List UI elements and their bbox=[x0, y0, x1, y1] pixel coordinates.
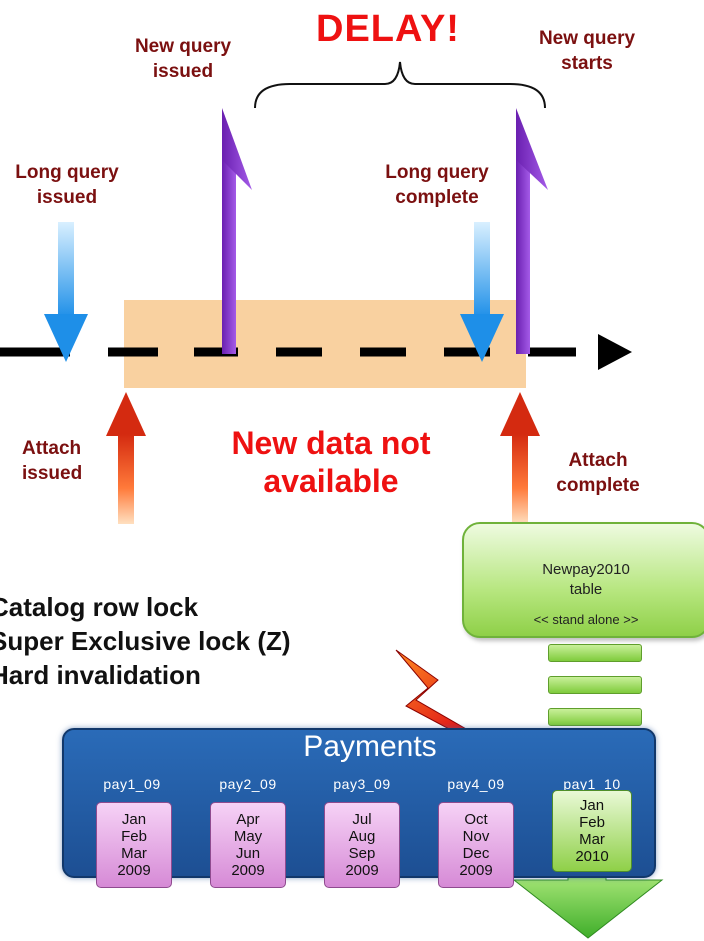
label-new-query-issued: New query issued bbox=[134, 36, 232, 82]
partition-months: Jan Feb Mar 2010 bbox=[575, 797, 609, 865]
label-attach-issued: Attach issued bbox=[22, 438, 83, 484]
payments-title: Payments bbox=[303, 730, 437, 763]
unavailable-band bbox=[124, 300, 526, 388]
label-new-query-starts: New query starts bbox=[538, 28, 636, 74]
partition-name: pay3_09 bbox=[333, 776, 391, 792]
newpay2010-subtitle: << stand alone >> bbox=[533, 612, 639, 627]
partition-months: Oct Nov Dec 2009 bbox=[459, 811, 493, 879]
partition-box: Jan Feb Mar 2009 bbox=[96, 802, 172, 888]
label-new-data-not-available: New data not available bbox=[231, 425, 431, 499]
stack-bar bbox=[548, 644, 642, 662]
partition-name: pay2_09 bbox=[219, 776, 277, 792]
new-query-starts-arrow-icon bbox=[516, 108, 548, 354]
partition-box: Jul Aug Sep 2009 bbox=[324, 802, 400, 888]
label-long-query-issued: Long query issued bbox=[15, 162, 119, 208]
label-attach-complete: Attach complete bbox=[556, 450, 640, 496]
long-query-complete-arrow-icon bbox=[460, 222, 504, 362]
label-delay: DELAY! bbox=[316, 8, 460, 50]
partition-name: pay1_09 bbox=[103, 776, 161, 792]
attach-issued-arrow-icon bbox=[106, 392, 146, 524]
attach-complete-arrow-icon bbox=[500, 392, 540, 524]
timeline-arrowhead-icon bbox=[598, 334, 632, 370]
partition-box: Apr May Jun 2009 bbox=[210, 802, 286, 888]
stack-bar bbox=[548, 676, 642, 694]
partition-name: pay1_10 bbox=[563, 776, 621, 792]
partition-box-new: Jan Feb Mar 2010 bbox=[552, 790, 632, 872]
label-long-query-complete: Long query complete bbox=[385, 162, 489, 208]
new-query-issued-arrow-icon bbox=[222, 108, 252, 354]
stack-bar bbox=[548, 708, 642, 726]
partition-box: Oct Nov Dec 2009 bbox=[438, 802, 514, 888]
partition-months: Jan Feb Mar 2009 bbox=[117, 811, 151, 879]
newpay2010-table-box: Newpay2010 table << stand alone >> bbox=[462, 522, 704, 638]
newpay2010-title: Newpay2010 table bbox=[542, 561, 630, 598]
partition-name: pay4_09 bbox=[447, 776, 505, 792]
brace-icon bbox=[254, 61, 546, 109]
partition-months: Jul Aug Sep 2009 bbox=[345, 811, 379, 879]
lock-bullet-list: Catalog row lock Super Exclusive lock (Z… bbox=[0, 592, 291, 690]
long-query-issued-arrow-icon bbox=[44, 222, 88, 362]
partition-months: Apr May Jun 2009 bbox=[231, 811, 265, 879]
